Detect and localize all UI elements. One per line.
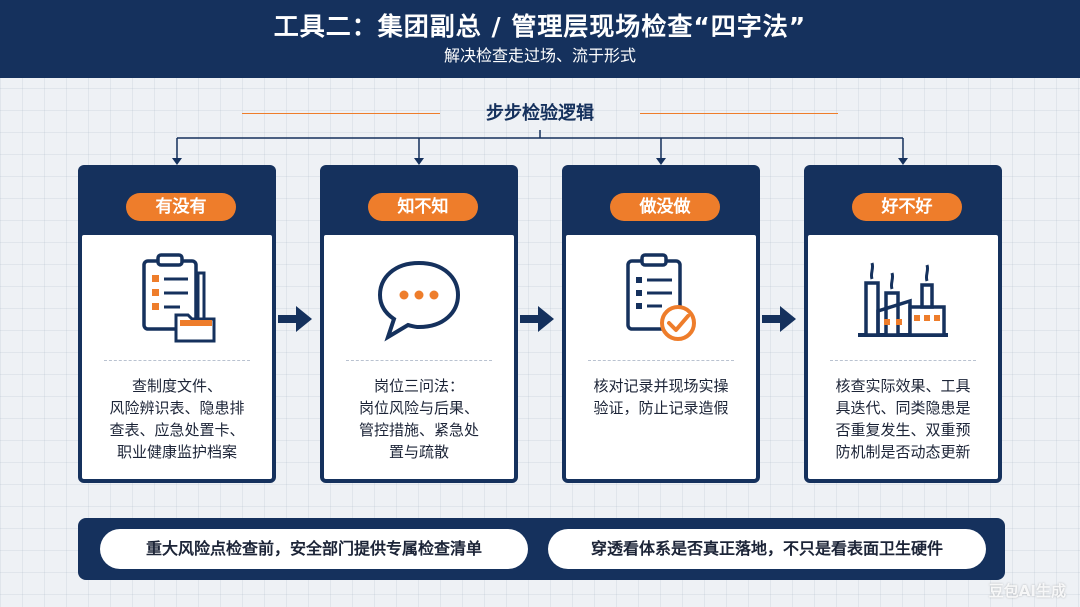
- header-banner: 工具二：集团副总 / 管理层现场检查“四字法” 解决检查走过场、流于形式: [0, 0, 1080, 78]
- arrow-right-icon: [278, 306, 312, 332]
- step-card-2: 知不知 岗位三问法： 岗位风险与后果、 管控措施、紧急处 置与疏散: [320, 165, 518, 483]
- arrow-right-icon: [520, 306, 554, 332]
- step-text-4: 核查实际效果、工具 具迭代、同类隐患是 否重复发生、双重预 防机制是否动态更新: [835, 377, 971, 461]
- step-card-4: 好不好 核查实际效果、工具 具迭代、同类隐患是 否重复发生、双重预 防机制是否动…: [804, 165, 1002, 483]
- step-text-1: 查制度文件、 风险辨识表、隐患排 查表、应急处置卡、 职业健康监护档案: [109, 377, 245, 461]
- arrow-right-icon: [762, 306, 796, 332]
- factory-icon: [858, 262, 948, 337]
- step-pill-1: 有没有: [126, 193, 236, 221]
- document-checklist-folder-icon: [142, 253, 216, 343]
- card-divider: [830, 360, 976, 361]
- logic-label: 步步检验逻辑: [486, 103, 594, 124]
- bottom-summary-bar: 重大风险点检查前，安全部门提供专属检查清单 穿透看体系是否真正落地，不只是看表面…: [78, 518, 1005, 580]
- step-card-1: 有没有 查制度文件、 风险辨识表、隐患排 查表、应急处置卡、 职业健康监护档案: [78, 165, 276, 483]
- step-text-3: 核对记录并现场实操 验证，防止记录造假: [593, 377, 729, 417]
- watermark: 豆包AI生成: [988, 582, 1066, 600]
- step-text-2: 岗位三问法： 岗位风险与后果、 管控措施、紧急处 置与疏散: [358, 377, 479, 461]
- bottom-note-left: 重大风险点检查前，安全部门提供专属检查清单: [100, 529, 528, 569]
- card-divider: [588, 360, 734, 361]
- page-title: 工具二：集团副总 / 管理层现场检查“四字法”: [273, 12, 807, 41]
- logic-bracket: [172, 130, 908, 165]
- speech-bubble-icon: [377, 260, 461, 342]
- bottom-note-right: 穿透看体系是否真正落地，不只是看表面卫生硬件: [548, 529, 986, 569]
- step-pill-3: 做没做: [610, 193, 720, 221]
- clipboard-checkmark-icon: [626, 253, 696, 341]
- card-divider: [346, 360, 492, 361]
- step-card-3: 做没做 核对记录并现场实操 验证，防止记录造假: [562, 165, 760, 483]
- logic-line-right: [640, 113, 838, 114]
- step-pill-2: 知不知: [368, 193, 478, 221]
- card-divider: [104, 360, 250, 361]
- step-pill-4: 好不好: [852, 193, 962, 221]
- logic-line-left: [242, 113, 440, 114]
- page-subtitle: 解决检查走过场、流于形式: [443, 46, 636, 65]
